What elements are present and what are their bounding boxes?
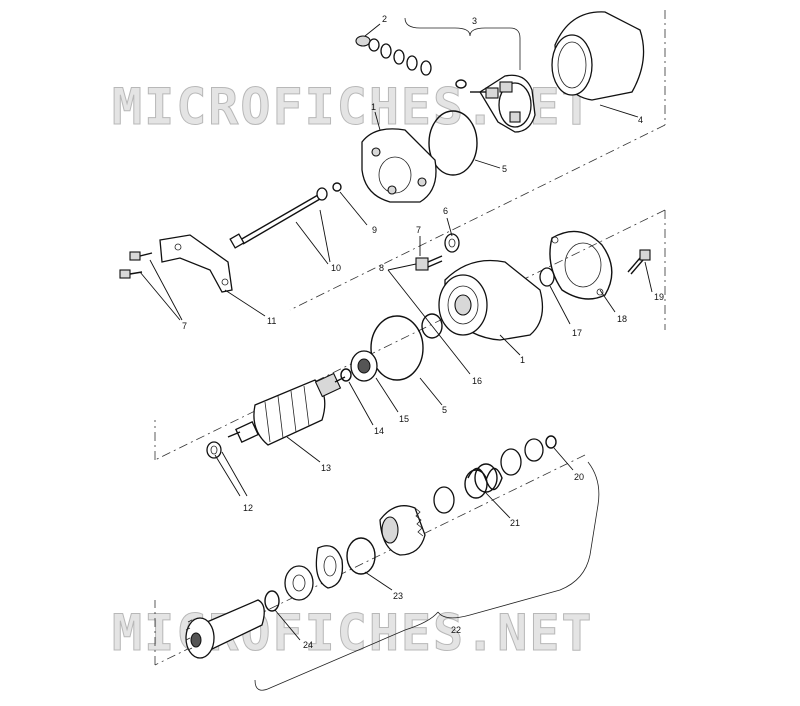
callout-13: 13	[321, 463, 331, 473]
callout-1-lower: 1	[520, 355, 525, 365]
callout-5-upper: 5	[502, 164, 507, 174]
callout-5-lower: 5	[442, 405, 447, 415]
callout-23: 23	[393, 591, 403, 601]
part-18-gasket	[549, 230, 613, 300]
part-11-bracket	[159, 234, 233, 293]
part-12-bushing	[206, 441, 222, 459]
callout-12: 12	[243, 503, 253, 513]
group-brackets	[254, 17, 600, 691]
callout-21: 21	[510, 518, 520, 528]
part-9-small-o-ring	[332, 182, 342, 192]
part-5-o-ring-upper	[428, 110, 478, 176]
part-14-ring	[340, 368, 352, 382]
callout-10: 10	[331, 263, 341, 273]
callout-3: 3	[472, 16, 477, 26]
callout-24: 24	[303, 640, 313, 650]
part-19-bolt	[627, 249, 651, 275]
part-1-end-cover-upper	[361, 128, 437, 203]
callout-8: 8	[379, 263, 384, 273]
part-20-clip	[545, 435, 557, 449]
callout-14: 14	[374, 426, 384, 436]
part-3-brush-holder	[455, 74, 536, 133]
callout-7-center: 7	[416, 225, 421, 235]
callout-9: 9	[372, 225, 377, 235]
part-22-stop-ring	[284, 545, 344, 601]
part-24-clip	[264, 590, 280, 612]
part-10-through-bolts	[229, 187, 328, 249]
callout-18: 18	[617, 314, 627, 324]
callout-11: 11	[267, 316, 276, 326]
part-8-bolt	[415, 255, 443, 271]
part-17-washer	[539, 267, 555, 287]
part-13-armature	[227, 372, 346, 446]
callout-7-left: 7	[182, 321, 187, 331]
callout-15: 15	[399, 414, 409, 424]
part-16-o-ring	[421, 313, 443, 339]
watermark-bottom: MICROFICHES.NET	[112, 604, 594, 662]
part-22-drive-clutch	[379, 505, 426, 556]
part-5-o-ring-lower	[370, 315, 424, 381]
callout-16: 16	[472, 376, 482, 386]
pinion-shaft	[185, 599, 265, 659]
callout-19: 19	[654, 292, 664, 302]
callout-2: 2	[382, 14, 387, 24]
part-7-screws-left	[119, 251, 153, 279]
part-6-washer	[444, 233, 460, 253]
leader-lines	[139, 23, 653, 641]
part-2-washers	[355, 35, 432, 76]
part-4-yoke-housing	[551, 11, 645, 101]
callout-17: 17	[572, 328, 582, 338]
callout-numbers: 2 3 4 1 5 9 6 7 8 10 11 7 17 18 19 1 16 …	[182, 14, 664, 650]
assembly-axis-lines	[154, 10, 666, 666]
callout-1-upper: 1	[371, 102, 376, 112]
callout-4: 4	[638, 115, 643, 125]
part-15-bearing	[350, 350, 378, 382]
part-1-drive-housing	[438, 259, 544, 341]
callout-20: 20	[574, 472, 584, 482]
part-23-snap-ring	[346, 537, 376, 575]
callout-6: 6	[443, 206, 448, 216]
callout-22: 22	[451, 625, 461, 635]
part-21-spring-stack	[433, 438, 544, 514]
